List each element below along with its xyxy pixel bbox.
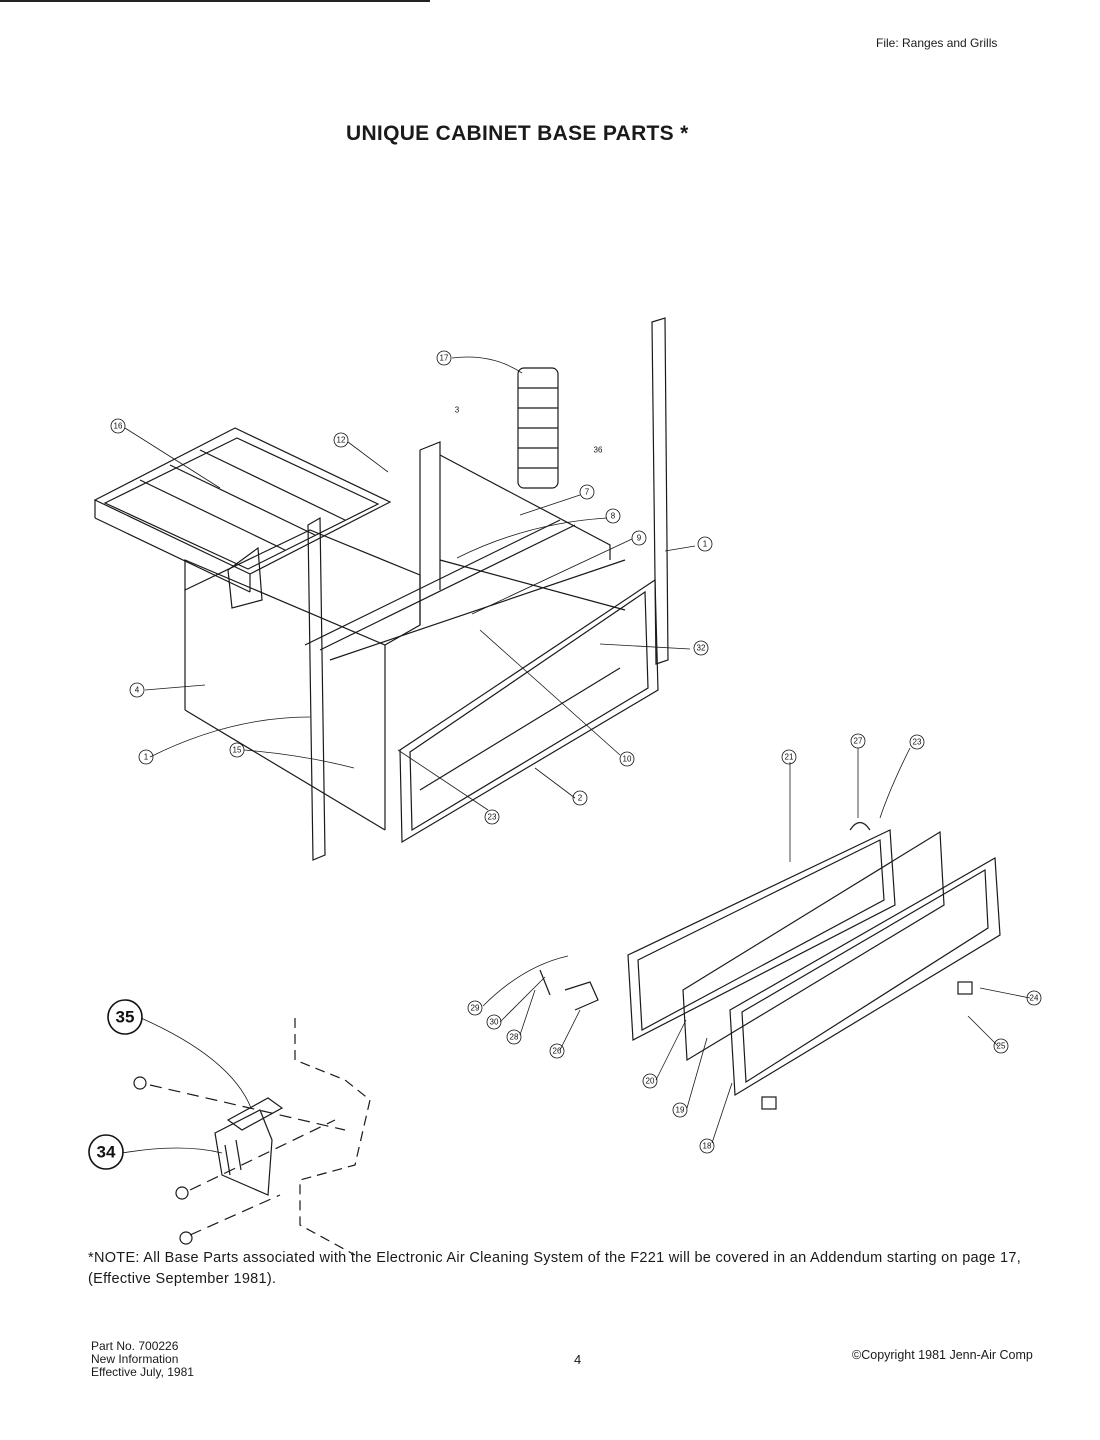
callout: 28	[506, 1029, 522, 1045]
callout: 20	[642, 1073, 658, 1089]
callout: 15	[229, 742, 245, 758]
callout: 8	[605, 508, 621, 524]
callout-text: 29	[471, 1004, 480, 1013]
callout-text: 26	[553, 1047, 562, 1056]
detail-callout: 35	[107, 999, 143, 1035]
callout-text: 10	[623, 755, 632, 764]
copyright: ©Copyright 1981 Jenn-Air Comp	[852, 1348, 1033, 1362]
callout-text: 24	[1030, 994, 1039, 1003]
callout: 18	[699, 1138, 715, 1154]
callout: 24	[1026, 990, 1042, 1006]
callout-text: 19	[676, 1106, 685, 1115]
callout-text: 21	[785, 753, 794, 762]
front-frame	[399, 578, 659, 844]
callout: 12	[333, 432, 349, 448]
detail-callout-text: 34	[97, 1143, 116, 1162]
callout: 29	[467, 1000, 483, 1016]
callout: 9	[631, 530, 647, 546]
top-rule	[0, 0, 430, 2]
callout-text: 9	[637, 534, 642, 543]
callout: 21	[781, 749, 797, 765]
callout-text: 1	[703, 540, 708, 549]
page-number: 4	[574, 1352, 582, 1367]
callout: 19	[672, 1102, 688, 1118]
callout-text: 2	[578, 794, 583, 803]
detail-callout-text: 35	[116, 1008, 135, 1027]
callout: 27	[850, 733, 866, 749]
callout-text: 27	[854, 737, 863, 746]
detail-callout: 34	[88, 1134, 124, 1170]
footnote: *NOTE: All Base Parts associated with th…	[88, 1250, 1022, 1287]
rack-part	[93, 427, 392, 609]
drawer-middle-panel	[682, 830, 945, 1062]
callout-text: 12	[337, 436, 346, 445]
callout: 17	[436, 350, 452, 366]
callout-labels: 17 3 16 12 36 7 8 9 1 32 4 1 10 15 23 2 …	[88, 350, 1042, 1170]
callout-text: 32	[697, 644, 706, 653]
callout: 1	[697, 536, 713, 552]
callout-text: 17	[440, 354, 449, 363]
callout: 32	[693, 640, 709, 656]
callout: 7	[579, 484, 595, 500]
callout: 25	[993, 1038, 1009, 1054]
cabinet-drawing	[93, 317, 1031, 1256]
callout-text: 4	[135, 686, 140, 695]
callout: 23	[909, 734, 925, 750]
callout: 3	[455, 406, 460, 415]
drawer-hardware	[539, 969, 973, 1110]
callout-text: 20	[646, 1077, 655, 1086]
callout-text: 7	[585, 488, 590, 497]
page-title: UNIQUE CABINET BASE PARTS *	[346, 122, 689, 145]
callout-text: 28	[510, 1033, 519, 1042]
callout: 23	[484, 809, 500, 825]
right-post	[651, 317, 669, 665]
file-label: File: Ranges and Grills	[876, 36, 998, 50]
callout-text: 23	[488, 813, 497, 822]
callout-text: 3	[455, 406, 460, 415]
cabinet-box	[184, 441, 626, 831]
detail-bracket	[133, 1018, 371, 1256]
callout-text: 15	[233, 746, 242, 755]
left-post	[307, 516, 326, 861]
callout: 26	[549, 1043, 565, 1059]
callout-text: 36	[594, 446, 603, 455]
footer-info: Part No. 700226 New Information Effectiv…	[91, 1340, 194, 1379]
callout: 10	[619, 751, 635, 767]
callout-text: 30	[490, 1018, 499, 1027]
info-label: New Information	[91, 1352, 179, 1366]
callout-text: 8	[611, 512, 616, 521]
callout: 2	[572, 790, 588, 806]
part-number: Part No. 700226	[91, 1339, 179, 1353]
drawer-front	[729, 857, 1001, 1097]
leader-lines	[121, 356, 1031, 1154]
callout-text: 23	[913, 738, 922, 747]
callout-text: 16	[114, 422, 123, 431]
duct-part	[517, 367, 559, 489]
callout-text: 25	[997, 1042, 1006, 1051]
callout: 4	[129, 682, 145, 698]
callout: 36	[594, 446, 603, 455]
callout-text: 18	[703, 1142, 712, 1151]
callout-text: 1	[144, 753, 149, 762]
callout: 16	[110, 418, 126, 434]
callout: 1	[138, 749, 154, 765]
drawer-back-panel	[627, 821, 896, 1041]
effective-date: Effective July, 1981	[91, 1365, 194, 1379]
callout: 30	[486, 1014, 502, 1030]
